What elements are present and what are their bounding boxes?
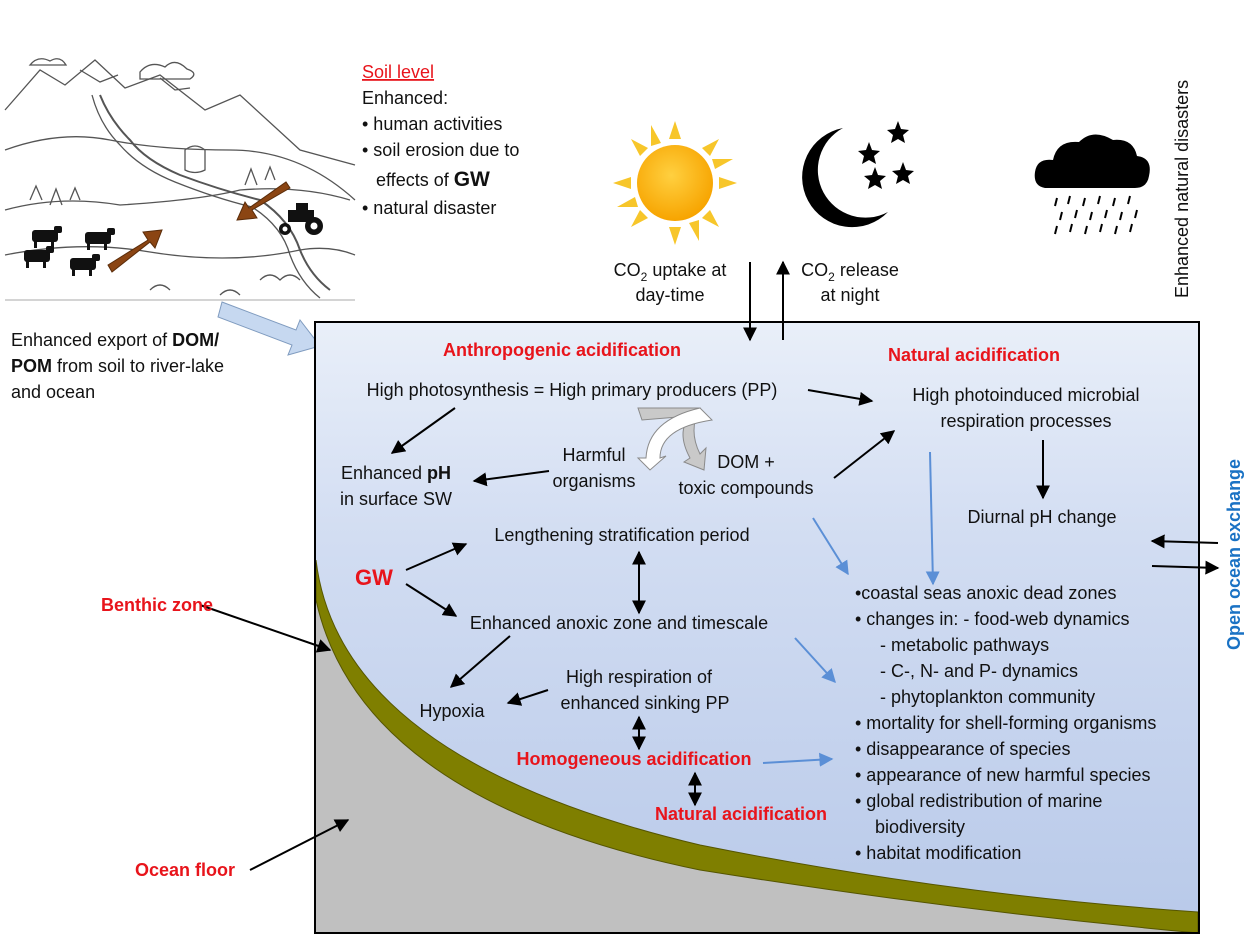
diurnal-ph-node: Diurnal pH change: [967, 507, 1116, 527]
export-text: Enhanced export of DOM/ POM from soil to…: [11, 330, 224, 402]
svg-text:CO2 release: CO2 release: [801, 260, 899, 284]
landscape-sketch: [4, 58, 356, 301]
anoxic-node: Enhanced anoxic zone and timescale: [470, 613, 768, 633]
impact-item: biodiversity: [875, 817, 965, 837]
impact-item: • global redistribution of marine: [855, 791, 1102, 811]
impacts-list: •coastal seas anoxic dead zones • change…: [855, 583, 1156, 863]
soil-item-human: • human activities: [362, 114, 502, 134]
respiration-node-2: enhanced sinking PP: [560, 693, 729, 713]
black-arrows: [199, 389, 1220, 871]
ocean-floor-area: [316, 600, 1198, 933]
svg-text:day-time: day-time: [635, 285, 704, 305]
stratification-node: Lengthening stratification period: [494, 525, 749, 545]
hypoxia-node: Hypoxia: [419, 701, 485, 721]
svg-text:at night: at night: [820, 285, 879, 305]
soil-enhanced-label: Enhanced:: [362, 88, 448, 108]
co2-day-label: CO2 uptake at day-time: [614, 260, 727, 305]
impact-item: - C-, N- and P- dynamics: [880, 661, 1078, 681]
benthic-zone-label: Benthic zone: [101, 595, 213, 615]
soil-level-title: Soil level: [362, 62, 434, 82]
impact-item: • habitat modification: [855, 843, 1021, 863]
dom-node-1: DOM +: [717, 452, 775, 472]
moon-stars-icon: [802, 121, 914, 228]
ph-node-1: Enhanced pH: [341, 463, 451, 483]
harmful-organisms-1: Harmful: [562, 445, 625, 465]
tractor-icon: [279, 203, 323, 235]
export-arrow: [217, 301, 321, 356]
photoinduced-node-2: respiration processes: [940, 411, 1111, 431]
blue-arrows: [762, 451, 940, 767]
co2-night-label: CO2 release at night: [801, 260, 899, 305]
soil-gw-bold: GW: [454, 168, 490, 191]
respiration-node-1: High respiration of: [566, 667, 713, 687]
soil-level-box: Soil level Enhanced: • human activities …: [362, 62, 519, 218]
svg-text:POM from soil to river-lake: POM from soil to river-lake: [11, 356, 224, 376]
ph-node-2: in surface SW: [340, 489, 452, 509]
impact-item: • appearance of new harmful species: [855, 765, 1150, 785]
gw-node: GW: [355, 565, 393, 590]
homogeneous-acidification: Homogeneous acidification: [516, 749, 751, 769]
natural-acidification-heading: Natural acidification: [888, 345, 1060, 365]
sun-icon: [613, 121, 737, 245]
impact-item: • changes in: - food-web dynamics: [855, 609, 1129, 629]
soil-item-erosion-cont: effects of GW: [376, 168, 490, 191]
impact-item: • disappearance of species: [855, 739, 1070, 759]
impact-item: •coastal seas anoxic dead zones: [855, 583, 1116, 603]
dom-node-2: toxic compounds: [678, 478, 813, 498]
rain-cloud-icon: [1034, 134, 1150, 235]
photosynthesis-node: High photosynthesis = High primary produ…: [367, 380, 778, 400]
soil-item-erosion: • soil erosion due to: [362, 140, 519, 160]
svg-text:Enhanced export of DOM/: Enhanced export of DOM/: [11, 330, 219, 350]
impact-item: • mortality for shell-forming organisms: [855, 713, 1156, 733]
ocean-floor-label: Ocean floor: [135, 860, 235, 880]
brown-input-arrows: [107, 181, 291, 273]
soil-item-disaster: • natural disaster: [362, 198, 496, 218]
impact-item: - phytoplankton community: [880, 687, 1095, 707]
natural-acidification-bottom: Natural acidification: [655, 804, 827, 824]
cow-icons: [24, 226, 115, 276]
cross-curved-arrows: [636, 407, 714, 471]
svg-text:CO2 uptake at: CO2 uptake at: [614, 260, 727, 284]
anthropogenic-heading: Anthropogenic acidification: [443, 340, 681, 360]
soil-gw-prefix: effects of: [376, 170, 454, 190]
open-ocean-label: Open ocean exchange: [1224, 459, 1244, 650]
photoinduced-node-1: High photoinduced microbial: [912, 385, 1139, 405]
svg-text:and ocean: and ocean: [11, 382, 95, 402]
natural-disasters-label: Enhanced natural disasters: [1172, 80, 1192, 298]
harmful-organisms-2: organisms: [552, 471, 635, 491]
impact-item: - metabolic pathways: [880, 635, 1049, 655]
